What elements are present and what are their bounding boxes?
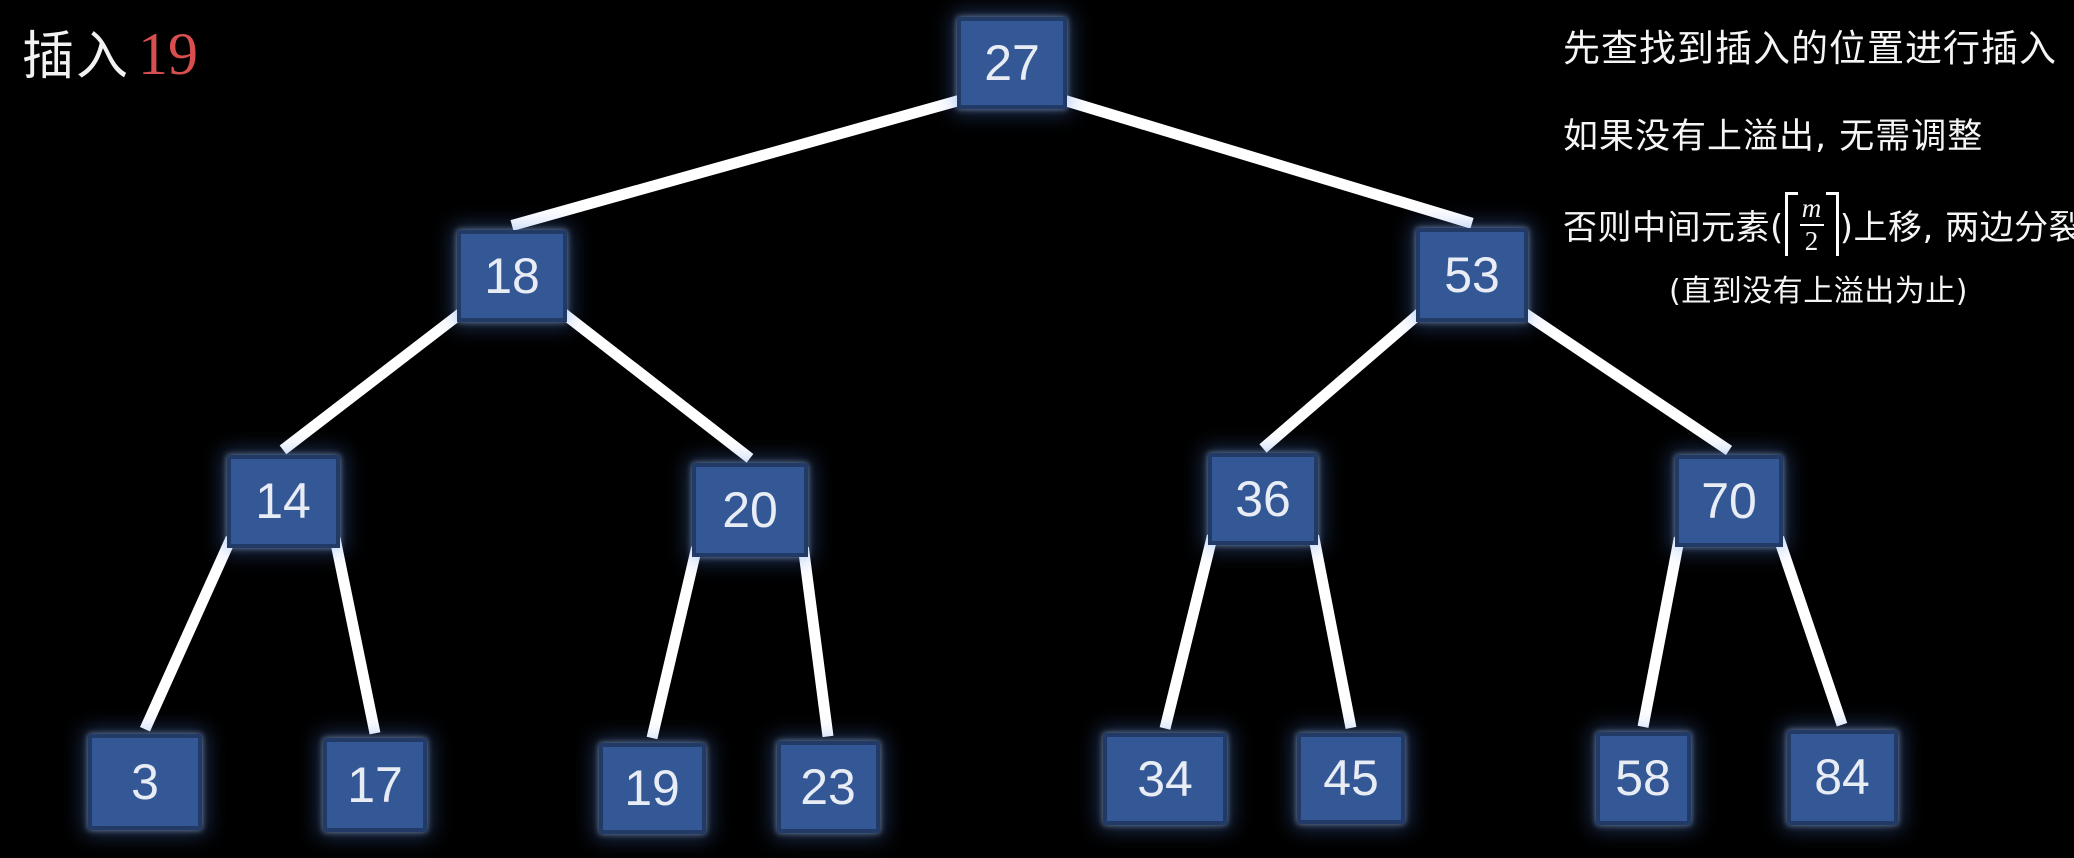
tree-node-19: 19 (598, 742, 706, 834)
tree-edge-27-18 (510, 94, 963, 231)
tree-edge-70-58 (1637, 536, 1685, 728)
tree-node-label-27: 27 (984, 35, 1040, 91)
tree-node-84: 84 (1786, 729, 1898, 825)
tree-node-3: 3 (88, 734, 202, 830)
tree-node-label-17: 17 (347, 757, 403, 813)
tree-edge-53-36 (1259, 308, 1425, 453)
tree-node-label-45: 45 (1323, 750, 1379, 806)
tree-edge-18-14 (279, 308, 465, 455)
notes-panel: 先查找到插入的位置进行插入 如果没有上溢出, 无需调整 否则中间元素( m 2 … (1563, 0, 2074, 320)
tree-edge-27-53 (1061, 94, 1474, 229)
tree-node-label-34: 34 (1137, 751, 1193, 807)
note-line-1: 先查找到插入的位置进行插入 (1563, 27, 2057, 70)
tree-node-label-23: 23 (800, 759, 856, 815)
tree-node-18: 18 (457, 230, 567, 322)
page-title: 插入 19 (22, 14, 198, 89)
tree-node-53: 53 (1416, 228, 1528, 322)
tree-node-label-18: 18 (484, 248, 540, 304)
tree-node-45: 45 (1297, 732, 1405, 824)
note-line-3-suffix: )上移, 两边分裂 (1839, 207, 2074, 248)
tree-node-23: 23 (776, 741, 880, 833)
tree-node-36: 36 (1208, 453, 1318, 545)
tree-node-label-53: 53 (1444, 247, 1500, 303)
tree-node-label-84: 84 (1814, 749, 1870, 805)
tree-node-label-58: 58 (1615, 750, 1671, 806)
tree-node-70: 70 (1675, 455, 1783, 547)
tree-edge-53-70 (1520, 308, 1733, 455)
note-line-2: 如果没有上溢出, 无需调整 (1563, 117, 1984, 157)
tree-edge-20-23 (797, 546, 834, 738)
tree-edge-14-3 (139, 535, 237, 732)
title-insert-value: 19 (138, 21, 199, 87)
tree-node-20: 20 (692, 463, 808, 557)
note-line-3-prefix: 否则中间元素( (1563, 207, 1784, 248)
tree-node-label-3: 3 (131, 754, 159, 810)
tree-node-label-70: 70 (1701, 473, 1757, 529)
fraction-bar (1799, 224, 1824, 226)
tree-edge-14-17 (329, 537, 381, 735)
title-action: 插入 (22, 27, 131, 87)
tree-node-17: 17 (323, 738, 427, 832)
tree-edge-70-84 (1773, 536, 1848, 727)
ceiling-left-bracket (1784, 192, 1798, 256)
tree-node-label-19: 19 (624, 760, 680, 816)
note-line-4: (直到没有上溢出为止) (1669, 274, 1968, 309)
tree-node-58: 58 (1595, 731, 1691, 825)
ceiling-right-bracket (1825, 192, 1839, 256)
tree-node-34: 34 (1103, 733, 1227, 825)
tree-node-27: 27 (957, 17, 1067, 109)
ceiling-fraction: m 2 (1784, 192, 1839, 256)
tree-edge-36-45 (1308, 534, 1357, 730)
note-line-3: 否则中间元素( m 2 )上移, 两边分裂 (1563, 188, 2074, 260)
tree-edge-18-20 (559, 308, 754, 463)
tree-node-14: 14 (226, 454, 340, 548)
fraction-denominator: 2 (1804, 226, 1819, 256)
tree-node-label-36: 36 (1235, 471, 1291, 527)
tree-node-label-20: 20 (722, 482, 778, 538)
tree-edge-20-19 (646, 546, 702, 740)
tree-node-label-14: 14 (255, 473, 311, 529)
fraction-numerator: m (1801, 193, 1822, 223)
tree-edge-36-34 (1159, 534, 1218, 730)
